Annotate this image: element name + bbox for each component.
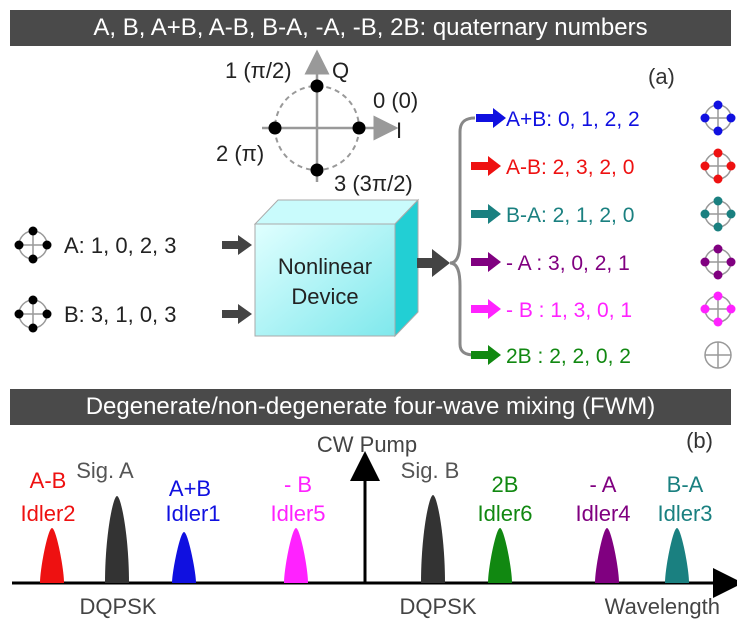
output-constellation-icon bbox=[700, 100, 736, 136]
constellation-point-2 bbox=[268, 121, 282, 135]
spectrum-bottom-label: Idler2 bbox=[20, 501, 75, 526]
output-arrow-icon bbox=[471, 345, 501, 365]
spectrum-top-label: 2B bbox=[492, 472, 519, 497]
constellation-point-0 bbox=[352, 121, 366, 135]
output-arrow-icon bbox=[471, 204, 501, 224]
spectrum-line bbox=[421, 495, 445, 583]
output-constellation-icon bbox=[700, 196, 736, 232]
output-label: 2B : 2, 2, 0, 2 bbox=[506, 345, 631, 368]
spectrum-bottom-label: Idler5 bbox=[270, 501, 325, 526]
output-label: A-B: 2, 3, 2, 0 bbox=[506, 156, 634, 179]
output-constellation-icon bbox=[700, 291, 736, 327]
output-branch-upper bbox=[449, 116, 476, 265]
constellation-diagram: Q I 1 (π/2) 0 (0) 2 (π) 3 (3π/2) bbox=[216, 49, 418, 196]
dqpsk-label-b: DQPSK bbox=[399, 594, 476, 619]
spectrum-top-label: Sig. B bbox=[401, 458, 460, 483]
output-list: A+B: 0, 1, 2, 2 A-B: 2, 3, 2, 0 B-A: 2, 1,… bbox=[471, 100, 736, 369]
pump-label: CW Pump bbox=[317, 432, 417, 457]
input-b-arrow-icon bbox=[222, 304, 252, 324]
spectrum-top-label: - B bbox=[284, 472, 312, 497]
spectrum-line bbox=[595, 528, 619, 583]
spectrum-bottom-label: Idler3 bbox=[657, 501, 712, 526]
spectrum-line bbox=[665, 528, 689, 583]
output-arrow-icon bbox=[476, 108, 506, 128]
spectrum-top-label: B-A bbox=[667, 472, 704, 497]
spectrum-top-label: A-B bbox=[30, 468, 67, 493]
q-axis-label: Q bbox=[332, 58, 349, 83]
spectrum-line bbox=[172, 532, 196, 583]
nonlinear-device-cube: Nonlinear Device bbox=[253, 198, 420, 338]
wavelength-label: Wavelength bbox=[605, 594, 720, 619]
output-label: - A : 3, 0, 2, 1 bbox=[506, 252, 630, 275]
i-axis-label: I bbox=[396, 118, 402, 143]
output-branch-lower bbox=[449, 261, 476, 357]
spectrum-bottom-label: Idler6 bbox=[477, 501, 532, 526]
input-b-constellation-icon bbox=[14, 295, 52, 333]
output-arrow-icon bbox=[471, 252, 501, 272]
output-label: A+B: 0, 1, 2, 2 bbox=[506, 108, 640, 131]
device-output-arrow-icon bbox=[417, 249, 450, 277]
point-3-label: 3 (3π/2) bbox=[334, 171, 413, 196]
spectrum-line bbox=[488, 528, 512, 583]
output-arrow-icon bbox=[471, 299, 501, 319]
spectrum-bottom-label: Idler4 bbox=[575, 501, 630, 526]
spectrum-line bbox=[40, 528, 64, 583]
input-a-constellation-icon bbox=[14, 226, 52, 264]
input-a-label: A: 1, 0, 2, 3 bbox=[64, 233, 177, 258]
spectrum-bottom-label: Idler1 bbox=[165, 501, 220, 526]
header-fwm: Degenerate/non-degenerate four-wave mixi… bbox=[10, 389, 731, 425]
dqpsk-label-a: DQPSK bbox=[79, 594, 156, 619]
spectrum-top-label: A+B bbox=[169, 476, 211, 501]
output-label: - B : 1, 3, 0, 1 bbox=[506, 299, 632, 322]
spectrum-top-label: Sig. A bbox=[76, 458, 134, 483]
panel-a-label: (a) bbox=[648, 64, 675, 89]
device-label-line1: Nonlinear bbox=[278, 254, 372, 279]
output-constellation-icon bbox=[704, 341, 732, 369]
input-b-label: B: 3, 1, 0, 3 bbox=[64, 302, 177, 327]
panel-b-label: (b) bbox=[686, 428, 713, 453]
point-0-label: 0 (0) bbox=[373, 88, 418, 113]
point-1-label: 1 (π/2) bbox=[225, 58, 292, 83]
output-constellation-icon bbox=[700, 244, 736, 280]
output-constellation-icon bbox=[700, 148, 736, 184]
header-quaternary-numbers: A, B, A+B, A-B, B-A, -A, -B, 2B: quatern… bbox=[10, 10, 731, 46]
point-2-label: 2 (π) bbox=[216, 141, 264, 166]
device-label-line2: Device bbox=[291, 284, 358, 309]
input-a-arrow-icon bbox=[222, 235, 252, 255]
spectrum-line bbox=[105, 496, 129, 583]
spectrum-top-label: - A bbox=[590, 472, 617, 497]
constellation-point-1 bbox=[310, 79, 324, 93]
constellation-point-3 bbox=[310, 163, 324, 177]
spectrum-line bbox=[284, 528, 308, 583]
output-arrow-icon bbox=[471, 156, 501, 176]
output-label: B-A: 2, 1, 2, 0 bbox=[506, 204, 634, 227]
